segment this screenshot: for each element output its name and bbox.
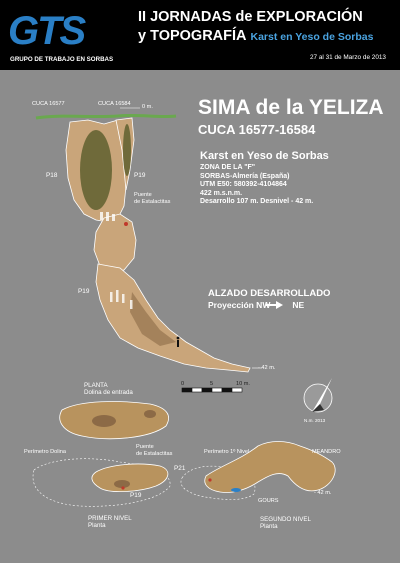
primer-nivel-marker xyxy=(121,486,125,490)
perimetro-nivel-label: Perímetro 1º Nivel xyxy=(204,449,250,455)
projection-suffix: NE xyxy=(292,300,305,310)
entrance-label-b: CUCA 16584 xyxy=(98,101,131,107)
gours-label: GOURS xyxy=(258,498,279,504)
cave-info-block: Karst en Yeso de Sorbas ZONA DE LA "F" S… xyxy=(200,150,329,207)
info-line-development: Desarrollo 107 m. Desnivel - 42 m. xyxy=(200,198,314,205)
meandro-label: MEANDRO xyxy=(312,449,341,455)
projection-prefix: Proyección NW xyxy=(208,300,271,310)
speleothem-group-upper xyxy=(100,212,115,221)
perimetro-dolina-label: Perímetro Dolina xyxy=(24,449,66,455)
p21-label: P21 xyxy=(174,465,186,472)
plan-segundo-nivel xyxy=(204,441,336,493)
shaft-dark-upper xyxy=(80,130,112,210)
plan-p19-label: P19 xyxy=(130,492,142,499)
plan-bridge-line1: Puente xyxy=(136,444,154,450)
gts-logo: GTS GRUPO DE TRABAJO EN SORBAS xyxy=(8,8,126,63)
red-marker xyxy=(124,222,128,226)
scale-label-0: 0 xyxy=(181,381,185,387)
info-line-altitude: 422 m.s.n.m. xyxy=(200,189,243,197)
event-dates: 27 al 31 de Marzo de 2013 xyxy=(309,54,386,61)
primer-nivel-title: PRIMER NIVEL xyxy=(88,515,132,522)
scale-label-10: 10 m. xyxy=(236,381,250,387)
planta-subtitle: Dolina de entrada xyxy=(84,389,133,396)
plan-bridge-line2: de Estalactitas xyxy=(136,451,173,457)
logo-subtitle: GRUPO DE TRABAJO EN SORBAS xyxy=(10,56,114,63)
info-line-location: SORBAS-Almería (España) xyxy=(200,172,290,180)
human-figure xyxy=(177,340,179,347)
cave-section-middle xyxy=(93,213,137,273)
shaft-dark-right xyxy=(123,124,131,176)
segundo-nivel-subtitle: Planta xyxy=(260,523,278,530)
north-arrow-icon xyxy=(303,378,333,413)
segundo-nivel-marker xyxy=(208,478,212,482)
dolina-pit-b xyxy=(144,410,156,418)
projection-label: Proyección NW NE xyxy=(208,300,304,310)
scale-label-5: 5 xyxy=(210,381,214,387)
scale-bar xyxy=(181,387,243,393)
info-heading: Karst en Yeso de Sorbas xyxy=(200,150,329,162)
header-banner: GTS GRUPO DE TRABAJO EN SORBAS II JORNAD… xyxy=(0,0,400,70)
event-title-accent: Karst en Yeso de Sorbas xyxy=(250,31,374,43)
event-title-line2-text: y TOPOGRAFÍA xyxy=(138,28,247,44)
human-figure-head xyxy=(176,336,180,340)
p18-label: P18 xyxy=(46,172,58,179)
bottom-depth-label: - 42 m. xyxy=(258,365,276,371)
cave-section-lower xyxy=(95,263,251,373)
plan-depth-label: - 42 m. xyxy=(314,490,332,496)
segundo-nivel-perimeter xyxy=(180,465,256,500)
entrance-label-a: CUCA 16577 xyxy=(32,101,65,107)
north-label: N.m. 2013 xyxy=(304,418,326,423)
info-line-zone: ZONA DE LA "F" xyxy=(200,164,256,171)
speleothem-group-lower xyxy=(110,290,133,309)
dolina-pit-a xyxy=(92,415,116,427)
bridge-label-line1: Puente xyxy=(134,192,152,198)
planta-title: PLANTA xyxy=(84,382,108,389)
surface-line xyxy=(35,113,177,120)
lower-dark-wall xyxy=(130,292,176,346)
projection-arrow-icon xyxy=(266,301,283,309)
p19-upper-label: P19 xyxy=(134,172,146,179)
cave-name: SIMA de la YELIZA xyxy=(198,96,384,119)
cave-code: CUCA 16577-16584 xyxy=(198,122,316,137)
segundo-nivel-title: SEGUNDO NIVEL xyxy=(260,516,311,523)
plan-primer-nivel xyxy=(91,463,169,492)
primer-nivel-pit xyxy=(114,480,130,488)
info-line-utm: UTM E50: 580392-4104864 xyxy=(200,181,287,188)
section-heading: ALZADO DESARROLLADO xyxy=(208,288,331,299)
primer-nivel-subtitle: Planta xyxy=(88,522,106,529)
gours-pool xyxy=(231,488,241,492)
bridge-label-line2: de Estalactitas xyxy=(134,199,171,205)
logo-letters: GTS xyxy=(8,9,86,53)
zero-depth-label: 0 m. xyxy=(142,104,153,110)
p19-lower-label: P19 xyxy=(78,288,90,295)
event-title-line1: II JORNADAS de EXPLORACIÓN xyxy=(138,9,363,25)
primer-nivel-perimeter xyxy=(32,458,171,507)
